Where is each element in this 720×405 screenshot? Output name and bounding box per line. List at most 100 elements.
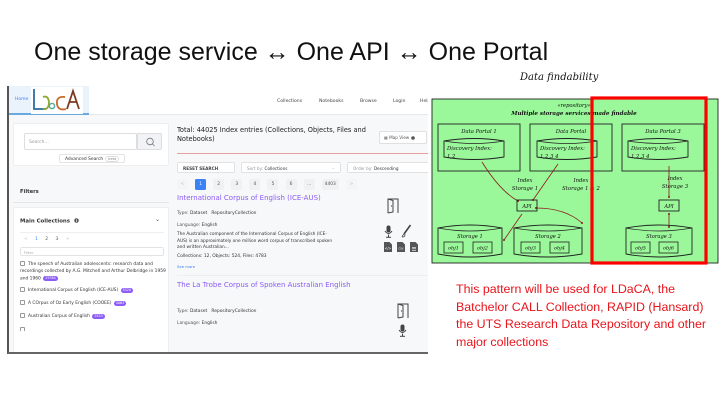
pager-page-2[interactable]: 2 <box>213 179 225 190</box>
ldaca-logo[interactable] <box>31 87 83 114</box>
pager-page-6[interactable]: 6 <box>285 179 297 190</box>
code-file-icon: </> <box>384 242 392 252</box>
index-storage-label: Storage 1 & 2 <box>562 186 600 192</box>
pen-icon <box>401 224 412 238</box>
sort-by-label: Sort by: <box>247 166 264 171</box>
collection-item[interactable]: The speech of Australian adolescents: re… <box>20 261 166 283</box>
nav-login[interactable]: Login <box>393 99 406 104</box>
pager-next[interactable]: > <box>345 179 357 190</box>
pager-page-last[interactable]: 4403 <box>321 179 339 190</box>
api-box-3: API <box>658 199 680 212</box>
language-value: English <box>201 223 218 228</box>
help-icon <box>410 135 415 140</box>
chevron-down-icon[interactable]: ⌄ <box>154 216 160 223</box>
pager-prev[interactable]: < <box>177 179 188 190</box>
highlight-box <box>590 96 708 265</box>
type-value: Dataset RepositoryCollection <box>189 211 257 216</box>
index-label: Discovery Index: <box>446 146 492 152</box>
language-value: English <box>201 321 218 326</box>
diagram-title: Data findability <box>520 72 599 83</box>
map-icon: ▦ <box>384 135 388 140</box>
index-storage-label: Index <box>516 178 532 184</box>
collection-item[interactable]: Australian Corpus of English 2553 <box>20 313 166 321</box>
home-link[interactable]: Home <box>15 97 29 102</box>
pager-page-5[interactable]: 5 <box>267 179 279 190</box>
api-box-1: API <box>516 199 538 212</box>
index-storage-label: Storage 1 <box>512 186 538 192</box>
result-counts: Collections: 12, Objects: 524, Files: 47… <box>177 254 267 259</box>
pager-prev[interactable]: < <box>24 237 28 242</box>
door-icon <box>387 198 399 214</box>
collection-count-badge: 4063 <box>113 300 127 306</box>
object-label: obj3 <box>525 246 536 252</box>
data-portal-1: Data Portal 1 Discovery Index: 1,2 <box>437 123 521 172</box>
collection-item[interactable]: A COrpus of Oz Early English (COOEE) 406… <box>20 300 166 308</box>
nav-collections[interactable]: Collections <box>277 99 303 104</box>
storage-2: Storage 2 obj3 obj4 <box>513 224 583 258</box>
portal-name: Data Portal 3 <box>644 129 681 135</box>
pager-page-4[interactable]: 4 <box>249 179 261 190</box>
pager-next[interactable]: > <box>65 237 70 242</box>
reset-search-button[interactable]: RESET SEARCH <box>177 162 235 173</box>
door-icon <box>397 303 409 319</box>
collection-checkbox[interactable] <box>20 261 25 266</box>
main-collections-label: Main Collections <box>20 218 70 225</box>
collection-item[interactable]: International Corpus of English (ICE-AUS… <box>20 287 166 295</box>
index-ids: 1,2,3 4 <box>540 154 559 160</box>
pager-ellipsis[interactable]: ... <box>303 179 315 190</box>
map-view-button[interactable]: ▦ Map View <box>379 131 427 144</box>
sort-by-select[interactable]: Sort by: Collections ⌄ <box>241 162 341 173</box>
collection-checkbox[interactable] <box>20 287 25 292</box>
pager-page-2[interactable]: 2 <box>45 237 49 242</box>
text-file-icon <box>410 242 418 252</box>
portal-screenshot: Home Collections Notebooks Browse Login … <box>7 86 428 354</box>
info-icon[interactable] <box>74 218 79 223</box>
pattern-note: This pattern will be used for LDaCA, the… <box>456 282 707 350</box>
nav-notebooks[interactable]: Notebooks <box>319 99 344 104</box>
collection-label: International Corpus of English (ICE-AUS… <box>28 288 119 293</box>
pager-page-1[interactable]: 1 <box>195 179 207 190</box>
collection-count-badge: 2553 <box>92 313 105 319</box>
pager-page-1[interactable]: 1 <box>35 237 38 242</box>
microphone-icon <box>384 225 393 238</box>
nav-browse[interactable]: Browse <box>360 99 377 104</box>
language-label: Language: <box>177 223 201 228</box>
collection-label: The speech of Australian adolescents: re… <box>20 262 166 282</box>
home-tab[interactable]: Home <box>9 86 89 115</box>
search-button[interactable] <box>137 133 162 150</box>
result-title-link[interactable]: International Corpus of English (ICE-AUS… <box>177 194 321 202</box>
type-value: Dataset RepositoryCollection <box>189 309 257 314</box>
svg-text:</>: </> <box>385 246 392 250</box>
csv-file-icon: CSV <box>397 242 405 252</box>
main-collections-pager: < 1 2 3 > <box>24 237 75 242</box>
main-collections-card: Main Collections ⌄ < 1 2 3 > Filter The … <box>13 207 169 352</box>
search-input[interactable]: Search... <box>24 133 137 150</box>
result-type: Type: Dataset RepositoryCollection <box>177 211 256 216</box>
result-title-link[interactable]: The La Trobe Corpus of Spoken Australian… <box>177 281 351 289</box>
storage-name: Storage 2 <box>535 234 561 240</box>
result-description: The Australian component of the Internat… <box>177 232 333 251</box>
top-nav: Home Collections Notebooks Browse Login … <box>9 86 428 115</box>
collection-checkbox[interactable] <box>20 300 25 305</box>
collections-filter-input[interactable]: Filter <box>20 247 164 256</box>
collection-item-partial <box>20 327 166 331</box>
main-collections-divider <box>20 232 164 233</box>
data-findability-diagram: «repository» Multiple storage services m… <box>431 96 719 265</box>
collection-count-badge: 5320 <box>120 287 133 293</box>
collection-count-badge: 29764 <box>43 275 58 281</box>
connector-arrows <box>481 161 670 241</box>
svg-text:CSV: CSV <box>398 246 403 250</box>
index-storage-label: Index <box>572 178 588 184</box>
see-more-link[interactable]: See more <box>177 264 196 269</box>
collection-checkbox[interactable] <box>20 313 25 318</box>
repository-subtitle: Multiple storage services made findable <box>510 111 637 117</box>
pager-page-3[interactable]: 3 <box>55 237 59 242</box>
collection-label: Australian Corpus of English <box>28 314 90 319</box>
order-by-select[interactable]: Order by: Descending <box>347 162 428 173</box>
nav-help[interactable]: Help <box>420 99 428 104</box>
pager-page-3[interactable]: 3 <box>231 179 243 190</box>
object-label: obj6 <box>663 246 675 252</box>
collection-checkbox <box>20 327 25 331</box>
